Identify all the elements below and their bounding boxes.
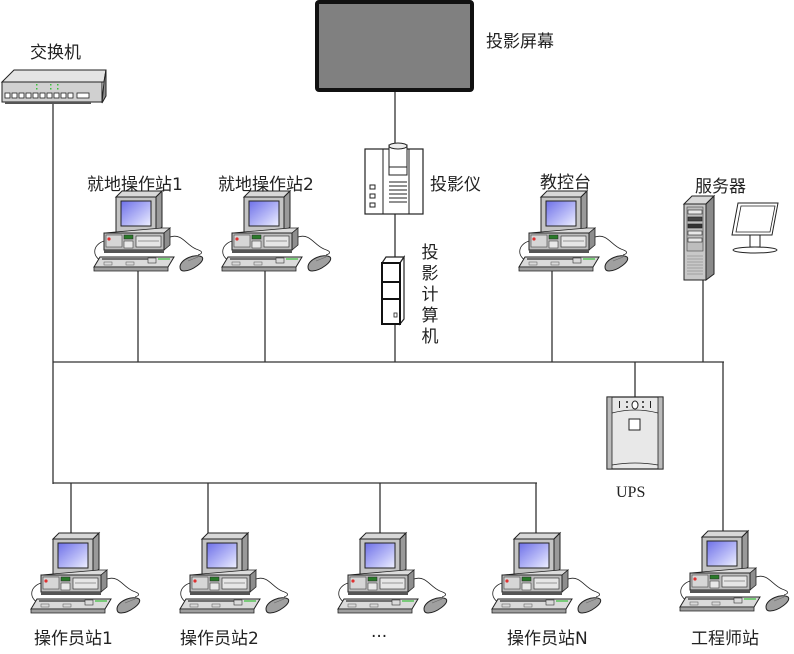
server-label: 服务器 xyxy=(695,177,746,197)
projection-screen-label: 投影屏幕 xyxy=(486,32,554,52)
operator-station-1-icon xyxy=(30,532,141,614)
operator-station-1-label: 操作员站1 xyxy=(34,629,113,649)
operator-station-ellipsis-label: ... xyxy=(371,622,388,642)
operator-station-2-icon xyxy=(179,532,290,614)
projection-computer-icon xyxy=(380,255,406,326)
local-station-1-icon xyxy=(93,190,204,272)
local-station-1-label: 就地操作站1 xyxy=(87,175,183,195)
projection-screen-icon xyxy=(315,0,474,92)
operator-station-2-label: 操作员站2 xyxy=(180,629,259,649)
teacher-console-label: 教控台 xyxy=(540,173,591,193)
ups-icon xyxy=(606,396,664,470)
local-station-2-label: 就地操作站2 xyxy=(218,175,314,195)
switch-label: 交换机 xyxy=(30,43,81,63)
projector-icon xyxy=(364,142,424,215)
engineer-station-label: 工程师站 xyxy=(691,629,759,649)
projection-computer-label: 投影计算机 xyxy=(421,243,439,347)
ups-label: UPS xyxy=(616,484,646,501)
projector-label: 投影仪 xyxy=(430,175,481,195)
teacher-console-icon xyxy=(518,190,629,272)
operator-station-ellipsis-icon xyxy=(337,532,448,614)
engineer-station-icon xyxy=(679,530,790,612)
connection-lines xyxy=(52,91,724,533)
server-icon xyxy=(682,194,716,281)
local-station-2-icon xyxy=(221,190,332,272)
server-monitor-icon xyxy=(731,202,779,254)
switch-icon xyxy=(0,69,107,104)
operator-station-n-label: 操作员站N xyxy=(507,629,588,649)
operator-station-n-icon xyxy=(491,532,602,614)
